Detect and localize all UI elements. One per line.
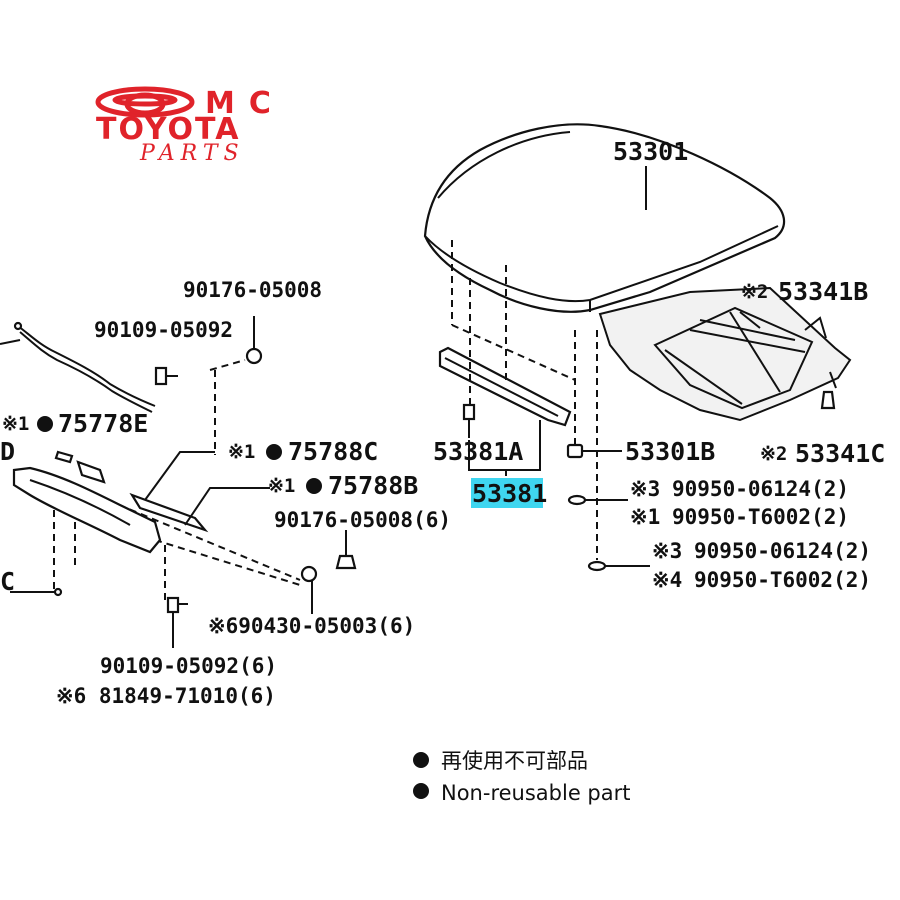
- label-r3-prefix: ※3: [652, 539, 682, 563]
- label-r4: 90950-T6002(2): [694, 568, 871, 592]
- label-81849-71010-6: ※6 81849-71010(6): [56, 684, 276, 708]
- label-90176-05008: 90176-05008: [183, 278, 322, 302]
- logo-mc: MC: [205, 86, 285, 121]
- label-90176-05008-6: 90176-05008(6): [274, 508, 451, 532]
- cowl-panel: [12, 466, 162, 554]
- hood-grommets: [567, 494, 650, 572]
- nonreusable-dot-75778e: [37, 416, 53, 432]
- label-r1-prefix: ※3: [630, 477, 660, 501]
- legend-dot-jp: [413, 752, 429, 768]
- label-75788b: 75788B: [328, 471, 418, 500]
- label-75778e-prefix: ※1: [2, 413, 29, 435]
- label-53341c-prefix: ※2: [760, 443, 787, 465]
- left-nut-top: [245, 316, 263, 365]
- label-53301: 53301: [613, 137, 688, 166]
- seal-75788b: [129, 451, 270, 533]
- highlight-53381: [471, 478, 543, 508]
- label-75788b-prefix: ※1: [268, 475, 295, 497]
- label-left-d: D: [0, 437, 15, 466]
- seal-bracket: [468, 420, 541, 476]
- hinge-pin: [820, 390, 836, 410]
- legend-en: Non-reusable part: [441, 781, 630, 805]
- toyota-logo: MC TOYOTA PARTS: [95, 86, 285, 166]
- label-r2: 90950-T6002(2): [672, 505, 849, 529]
- label-90430-05003-6: ※690430-05003(6): [208, 614, 415, 638]
- hood-dashed-guides: [451, 240, 598, 560]
- label-r4-prefix: ※4: [652, 568, 682, 592]
- label-90109-05092-6: 90109-05092(6): [100, 654, 277, 678]
- label-75778e: 75778E: [58, 409, 148, 438]
- label-53341b: 53341B: [778, 277, 868, 306]
- logo-parts: PARTS: [139, 141, 245, 166]
- logo-toyota: TOYOTA: [96, 112, 240, 147]
- label-r3: 90950-06124(2): [694, 539, 871, 563]
- left-bolt6: [335, 530, 357, 570]
- left-cable: [0, 321, 156, 413]
- left-nut6: [300, 565, 318, 614]
- hood-panel: [423, 123, 852, 422]
- clip-53381a: [462, 403, 476, 438]
- legend-jp: 再使用不可部品: [441, 749, 588, 773]
- label-53341c: 53341C: [795, 439, 885, 468]
- nonreusable-dot-75788b: [306, 478, 322, 494]
- legend-dot-en: [413, 783, 429, 799]
- left-clip-top: [154, 366, 178, 386]
- cushion-53301b: [566, 443, 622, 459]
- hood-seal-strip: [438, 346, 572, 427]
- label-53381: 53381: [472, 479, 547, 508]
- left-dashed-guides: [29, 359, 301, 600]
- label-75788c: 75788C: [288, 437, 378, 466]
- label-r2-prefix: ※1: [630, 505, 660, 529]
- label-75788c-prefix: ※1: [228, 441, 255, 463]
- seal-75778e: [54, 450, 106, 484]
- label-r1: 90950-06124(2): [672, 477, 849, 501]
- label-left-c: C: [0, 567, 15, 596]
- label-53341b-prefix: ※2: [741, 281, 768, 303]
- nonreusable-dot-75788c: [266, 444, 282, 460]
- label-53301b: 53301B: [625, 437, 715, 466]
- label-53381a: 53381A: [433, 437, 523, 466]
- label-90109-05092: 90109-05092: [94, 318, 233, 342]
- left-c-clip: [10, 587, 63, 597]
- left-clip6: [166, 596, 188, 648]
- legend: 再使用不可部品 Non-reusable part: [413, 749, 630, 805]
